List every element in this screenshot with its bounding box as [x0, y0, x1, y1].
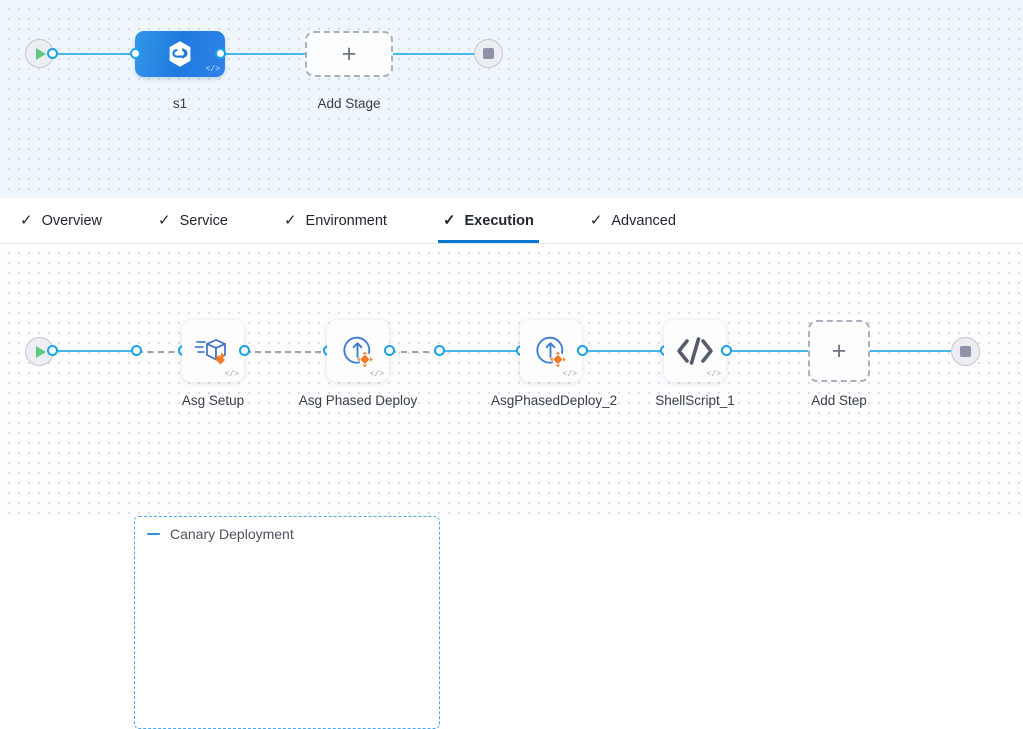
connector-dot-group-out[interactable]: [434, 345, 445, 356]
connector-dot-step2-out[interactable]: [384, 345, 395, 356]
tab-label: Advanced: [611, 212, 676, 229]
code-badge-icon: </>: [205, 65, 220, 74]
code-badge-icon: </>: [706, 370, 721, 379]
check-icon: ✓: [158, 212, 171, 229]
code-badge-icon: </>: [369, 370, 384, 379]
play-icon: [36, 47, 46, 60]
check-icon: ✓: [20, 212, 33, 229]
edge-dashed-2: [245, 351, 331, 353]
tab-advanced[interactable]: ✓ Advanced: [588, 198, 678, 243]
code-badge-icon: </>: [224, 370, 239, 379]
pipeline-end-node[interactable]: [474, 39, 503, 68]
asg-phased-deploy-icon: [343, 336, 373, 368]
add-stage-label: Add Stage: [317, 96, 381, 111]
step-group-canary-deployment[interactable]: [134, 516, 440, 729]
check-icon: ✓: [283, 212, 297, 229]
tab-label: Execution: [464, 212, 534, 229]
step-label-asgphaseddeploy-2: AsgPhasedDeploy_2: [491, 393, 618, 408]
stage-label-s1: s1: [172, 96, 188, 111]
add-stage-button[interactable]: +: [305, 31, 393, 77]
edge-stage-to-addstage: [220, 53, 312, 55]
code-badge-icon: </>: [562, 370, 577, 379]
connector-dot-group-in[interactable]: [131, 345, 142, 356]
add-step-label: Add Step: [811, 393, 867, 408]
edge-addstage-to-end: [388, 53, 484, 55]
stop-icon: [960, 346, 971, 357]
tab-label: Environment: [305, 212, 387, 229]
connector-dot-stage-in[interactable]: [130, 48, 141, 59]
check-icon: ✓: [589, 212, 603, 229]
execution-canvas[interactable]: Canary Deployment <: [0, 244, 1023, 729]
step-node-shellscript-1[interactable]: </>: [664, 320, 726, 382]
check-icon: ✓: [442, 212, 456, 229]
tab-environment[interactable]: ✓ Environment: [282, 198, 389, 243]
edge-start-to-stage: [52, 53, 142, 55]
connector-dot-stage-out[interactable]: [215, 48, 226, 59]
edge-group-to-step3: [438, 350, 524, 352]
asg-phased-deploy-icon: [536, 336, 566, 368]
edge-dashed-3: [390, 351, 440, 353]
tab-label: Service: [179, 212, 228, 229]
step-node-asgphaseddeploy-2[interactable]: </>: [520, 320, 582, 382]
plus-icon: +: [831, 336, 847, 365]
step-node-asg-setup[interactable]: </>: [182, 320, 244, 382]
connector-dot-step3-out[interactable]: [577, 345, 588, 356]
stage-tabs[interactable]: ✓ Overview ✓ Service ✓ Environment ✓ Exe…: [0, 198, 1023, 244]
connector-dot-exec-start-out[interactable]: [47, 345, 58, 356]
edge-addstep-to-end: [866, 350, 962, 352]
connector-dot-start-out[interactable]: [47, 48, 58, 59]
shell-script-icon: [677, 337, 713, 365]
step-node-asg-phased-deploy[interactable]: </>: [327, 320, 389, 382]
harness-hexagon-icon: [169, 41, 191, 67]
tab-service[interactable]: ✓ Service: [156, 198, 230, 243]
connector-dot-step4-out[interactable]: [721, 345, 732, 356]
edge-start-to-group: [52, 350, 137, 352]
minus-icon[interactable]: [147, 532, 160, 536]
tab-overview[interactable]: ✓ Overview: [18, 198, 104, 243]
step-group-header[interactable]: Canary Deployment: [147, 526, 294, 542]
add-step-button[interactable]: +: [808, 320, 870, 382]
tab-label: Overview: [41, 212, 103, 229]
step-label-shellscript-1: ShellScript_1: [655, 393, 735, 408]
execution-end-node[interactable]: [951, 337, 980, 366]
asg-setup-icon: [194, 339, 226, 365]
play-icon: [36, 345, 46, 358]
edge-step4-to-addstep: [724, 350, 812, 352]
edge-step3-to-step4: [580, 350, 668, 352]
step-group-title: Canary Deployment: [170, 526, 294, 542]
step-label-asg-setup: Asg Setup: [181, 393, 245, 408]
stop-icon: [483, 48, 494, 59]
connector-dot-step1-out[interactable]: [239, 345, 250, 356]
stage-canvas[interactable]: </> s1 + Add Stage: [0, 0, 1023, 198]
edge-dashed-1: [137, 351, 185, 353]
tab-execution[interactable]: ✓ Execution: [437, 198, 539, 243]
plus-icon: +: [341, 39, 357, 68]
stage-node-s1[interactable]: </>: [135, 31, 225, 77]
step-label-asg-phased-deploy: Asg Phased Deploy: [298, 393, 418, 408]
